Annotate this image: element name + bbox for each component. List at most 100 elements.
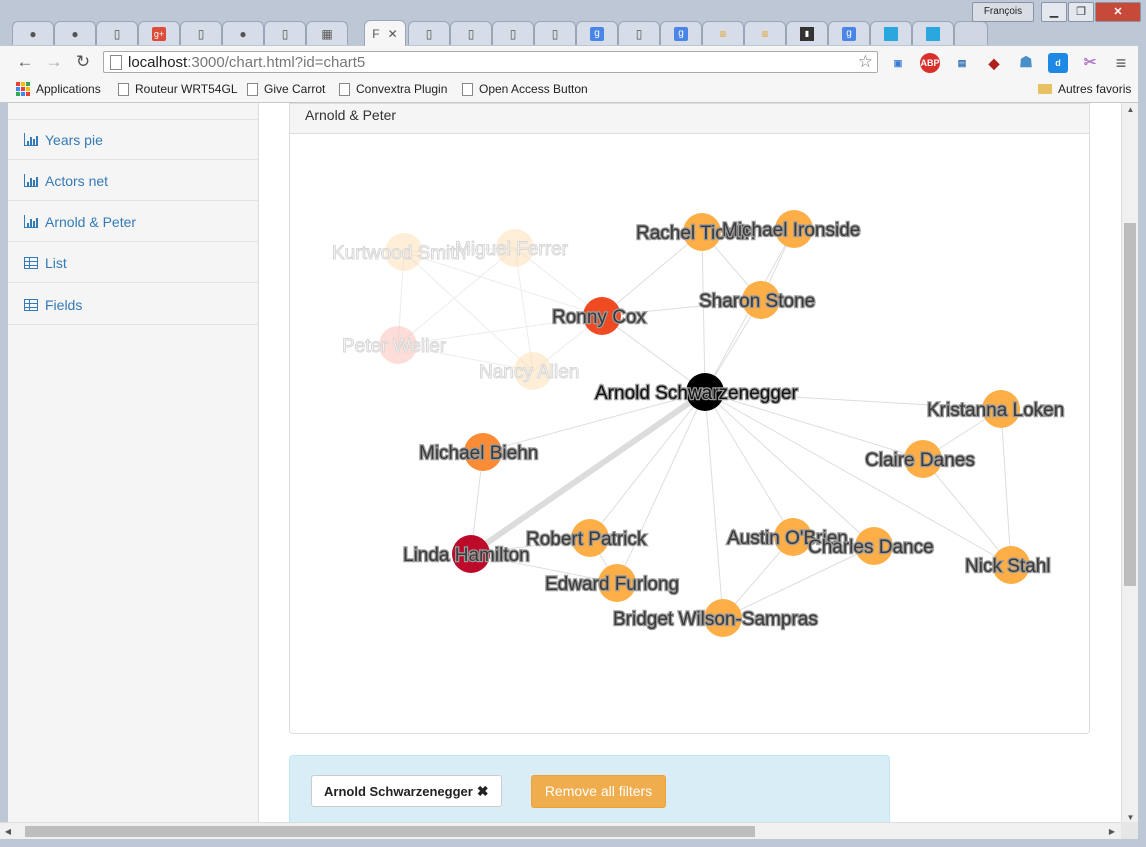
sidebar-top xyxy=(8,103,258,120)
sidebar-item-actors-net[interactable]: Actors net xyxy=(8,161,258,201)
windows-icon xyxy=(926,26,940,41)
scrollbar-corner xyxy=(1121,822,1138,839)
node-robert[interactable] xyxy=(571,519,609,557)
ghostery-icon[interactable]: ☗ xyxy=(1019,54,1033,71)
tab-github-2[interactable]: ● xyxy=(54,21,96,45)
tab-windows[interactable] xyxy=(870,21,912,45)
bookmark-applications[interactable]: Applications xyxy=(16,82,101,96)
node-nick[interactable] xyxy=(992,546,1030,584)
adblock-icon[interactable]: ABP xyxy=(920,53,940,73)
panel-title: Arnold & Peter xyxy=(290,104,1089,134)
scroll-left-icon[interactable]: ◀ xyxy=(4,827,12,836)
tab-page-6[interactable]: ▯ xyxy=(492,21,534,45)
node-biehn[interactable] xyxy=(464,433,502,471)
scroll-up-icon[interactable]: ▲ xyxy=(1126,105,1135,114)
minimize-button[interactable]: ▁ xyxy=(1041,2,1067,22)
address-bar[interactable]: localhost:3000/chart.html?id=chart5 ☆ xyxy=(103,51,878,73)
screenshot-icon[interactable]: ▣ xyxy=(893,58,903,68)
tab-page-3[interactable]: ▯ xyxy=(264,21,306,45)
sidebar-item-fields[interactable]: Fields xyxy=(8,285,258,325)
node-peter[interactable] xyxy=(379,326,417,364)
network-link xyxy=(704,391,924,460)
horizontal-scroll-thumb[interactable] xyxy=(25,826,755,837)
node-kristanna[interactable] xyxy=(982,390,1020,428)
node-label-linda: Linda Hamilton xyxy=(403,545,530,566)
horizontal-scrollbar[interactable]: ◀ ▶ xyxy=(0,822,1121,840)
new-tab-button[interactable] xyxy=(954,21,988,45)
sidebar-item-list[interactable]: List xyxy=(8,243,258,283)
node-ironside[interactable] xyxy=(775,210,813,248)
scroll-right-icon[interactable]: ▶ xyxy=(1108,827,1116,836)
tab-google[interactable]: g xyxy=(576,21,618,45)
close-icon[interactable]: ✕ xyxy=(387,26,398,41)
restore-button[interactable]: ❐ xyxy=(1068,2,1094,22)
profile-button[interactable]: François xyxy=(972,2,1034,22)
network-link xyxy=(701,231,706,393)
d-extension-icon[interactable]: d xyxy=(1048,53,1068,73)
reload-icon[interactable]: ↻ xyxy=(75,52,91,71)
tab-active[interactable]: F ✕ xyxy=(364,20,406,46)
node-label-robert: Robert Patrick xyxy=(526,529,647,550)
scroll-down-icon[interactable]: ▼ xyxy=(1126,813,1135,822)
node-charles[interactable] xyxy=(855,527,893,565)
node-austin[interactable] xyxy=(774,518,812,556)
tab-stackoverflow[interactable]: ≡ xyxy=(702,21,744,45)
node-linda[interactable] xyxy=(452,535,490,573)
tab-google-2[interactable]: g xyxy=(660,21,702,45)
app-icon: ▮ xyxy=(800,26,814,41)
bookmark-give-carrot[interactable]: Give Carrot xyxy=(247,82,325,96)
tab-page-7[interactable]: ▯ xyxy=(534,21,576,45)
tab-page-8[interactable]: ▯ xyxy=(618,21,660,45)
bookmark-star-icon[interactable]: ☆ xyxy=(857,52,873,71)
tab-windows-2[interactable] xyxy=(912,21,954,45)
network-link xyxy=(704,391,794,538)
node-arnold[interactable] xyxy=(686,373,724,411)
remove-all-filters-button[interactable]: Remove all filters xyxy=(531,775,666,808)
tab-google-3[interactable]: g xyxy=(828,21,870,45)
page-icon: ▯ xyxy=(467,26,475,41)
node-claire[interactable] xyxy=(904,440,942,478)
tab-page-5[interactable]: ▯ xyxy=(450,21,492,45)
tab-github-3[interactable]: ● xyxy=(222,21,264,45)
sidebar-item-arnold-peter[interactable]: Arnold & Peter xyxy=(8,202,258,242)
sidebar-item-years-pie[interactable]: Years pie xyxy=(8,120,258,160)
tab-page-2[interactable]: ▯ xyxy=(180,21,222,45)
page-icon: ▯ xyxy=(635,26,643,41)
node-nancy[interactable] xyxy=(514,352,552,390)
close-window-button[interactable]: ✕ xyxy=(1095,2,1141,22)
window-frame-left xyxy=(0,103,8,839)
node-bridget[interactable] xyxy=(704,599,742,637)
sidebar: Years pie Actors net Arnold & Peter List… xyxy=(8,103,259,825)
bookmark-open-access[interactable]: Open Access Button xyxy=(462,82,588,96)
tab-app[interactable]: ▦ xyxy=(306,21,348,45)
printer-icon[interactable]: ▤ xyxy=(957,58,967,68)
remove-filter-icon[interactable]: ✖ xyxy=(476,783,489,799)
tab-google-plus[interactable]: g+ xyxy=(138,21,180,45)
active-filter-tag[interactable]: Arnold Schwarzenegger✖ xyxy=(311,775,502,807)
tab-page[interactable]: ▯ xyxy=(96,21,138,45)
window-frame-bottom xyxy=(0,839,1146,847)
node-sharon[interactable] xyxy=(742,281,780,319)
forward-icon[interactable]: → xyxy=(45,52,63,71)
node-kurtwood[interactable] xyxy=(385,233,423,271)
tab-stackoverflow-2[interactable]: ≡ xyxy=(744,21,786,45)
tab-github[interactable]: ● xyxy=(12,21,54,45)
tab-page-4[interactable]: ▯ xyxy=(408,21,450,45)
node-label-bridget: Bridget Wilson-Sampras xyxy=(613,609,818,630)
bookmark-routeur[interactable]: Routeur WRT54GL xyxy=(118,82,238,96)
pocket-icon[interactable]: ◆ xyxy=(988,55,1000,71)
tab-app-2[interactable]: ▮ xyxy=(786,21,828,45)
bookmark-convextra[interactable]: Convextra Plugin xyxy=(339,82,447,96)
back-icon[interactable]: ← xyxy=(16,52,34,71)
folder-icon xyxy=(1038,84,1052,94)
bookmark-other[interactable]: Autres favoris xyxy=(1038,82,1131,96)
scissors-icon[interactable]: ✂ xyxy=(1083,54,1097,71)
node-edward[interactable] xyxy=(598,564,636,602)
menu-icon[interactable]: ≡ xyxy=(1115,53,1127,73)
node-ronny[interactable] xyxy=(583,297,621,335)
node-miguel[interactable] xyxy=(496,229,534,267)
node-rachel[interactable] xyxy=(683,213,721,251)
vertical-scroll-thumb[interactable] xyxy=(1124,223,1136,586)
vertical-scrollbar[interactable]: ▲ ▼ xyxy=(1121,103,1139,825)
node-label-arnold: Arnold Schwarzenegger xyxy=(595,383,798,404)
